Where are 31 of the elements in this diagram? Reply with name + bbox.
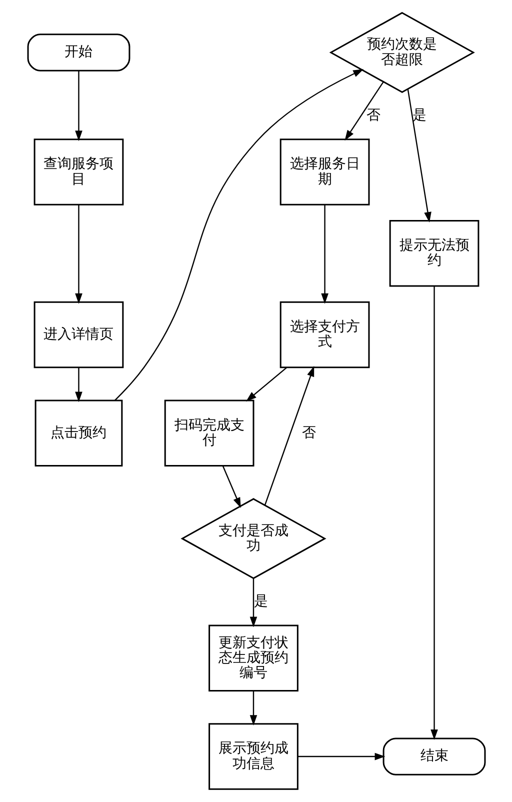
arrow bbox=[430, 286, 438, 740]
node-box: 进入详情页 bbox=[33, 301, 124, 368]
node-box: 提示无法预约 bbox=[388, 220, 479, 287]
node-box: 开始 bbox=[26, 34, 130, 72]
edge-label: 否 bbox=[302, 424, 316, 441]
node-diamond: 支付是否成功 bbox=[180, 498, 326, 580]
arrow bbox=[74, 368, 82, 402]
edge-label: 否 bbox=[366, 107, 380, 124]
node-box: 查询服务项目 bbox=[33, 138, 124, 206]
node-box: 展示预约成功信息 bbox=[208, 723, 298, 790]
arrow bbox=[245, 367, 287, 402]
arrow bbox=[297, 752, 385, 760]
node-box: 选择支付方式 bbox=[279, 301, 370, 368]
edge-label: 是 bbox=[412, 107, 426, 124]
node-box: 扫码完成支付 bbox=[164, 400, 254, 467]
arrow bbox=[264, 366, 314, 506]
node-diamond: 预约次数是否超限 bbox=[328, 12, 474, 94]
node-box: 选择服务日期 bbox=[279, 138, 370, 206]
arrow bbox=[320, 204, 328, 304]
arrow bbox=[222, 466, 240, 508]
arrow bbox=[114, 69, 364, 401]
node-box: 更新支付状态生成预约编号 bbox=[208, 624, 298, 692]
arrow bbox=[74, 204, 82, 304]
arrow bbox=[249, 690, 257, 726]
arrow bbox=[74, 70, 82, 142]
arrow bbox=[406, 88, 431, 223]
arrow bbox=[344, 82, 384, 141]
edge-label: 是 bbox=[254, 594, 268, 610]
node-box: 点击预约 bbox=[34, 400, 122, 467]
node-box: 结束 bbox=[382, 738, 486, 776]
arrow bbox=[249, 578, 257, 628]
